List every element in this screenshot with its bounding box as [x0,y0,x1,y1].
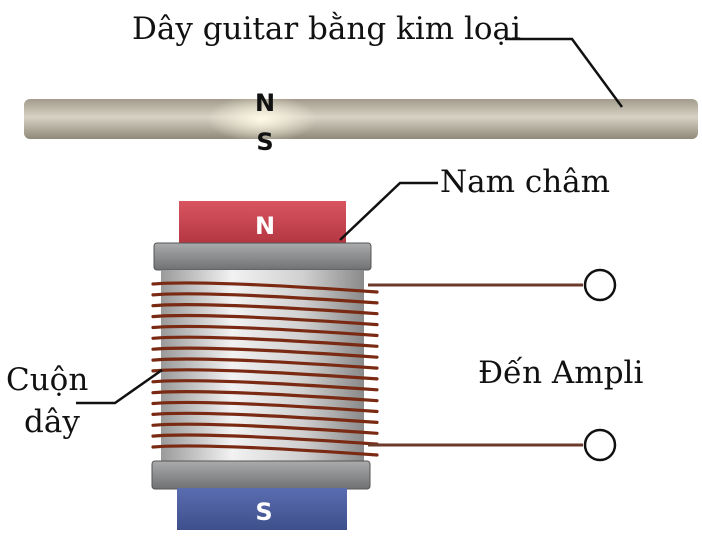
coil-turn [151,400,379,414]
terminal-top [583,268,617,302]
coil-turn [151,313,379,327]
coil-turn [151,324,379,338]
spool-bottom-flange [151,460,371,490]
coil-label-line2: dây [24,404,80,440]
metal-guitar-string [24,95,698,143]
coil-leader-line [76,368,163,405]
coil-turn [151,346,379,359]
magnet-north-label: N [255,212,275,240]
string-leader-line [505,37,624,108]
amp-label: Đến Ampli [478,355,643,391]
coil-turn [151,433,379,446]
coil-turn [151,422,379,435]
coil-turn [151,411,379,424]
string-north-pole: N [255,89,275,117]
terminal-bottom [583,428,617,462]
magnet-leader-line [339,181,438,241]
coil-turn [151,379,379,392]
magnet-south-label: S [255,498,272,526]
coil-label-line1: Cuộn [6,362,88,398]
spool-top-flange [153,242,372,271]
coil-windings [151,281,379,457]
string-south-pole: S [256,128,273,156]
coil-turn [151,303,379,316]
string-label: Dây guitar bằng kim loại [132,10,521,47]
coil-turn [151,335,379,348]
magnet-south [177,488,347,530]
magnet-label: Nam châm [440,164,610,200]
coil-turn [151,357,379,370]
coil-turn [151,444,379,457]
coil-turn [151,368,379,381]
coil-turn [151,390,379,403]
coil-turn [151,292,379,305]
magnet-north [179,201,346,246]
coil-turn [151,281,379,294]
